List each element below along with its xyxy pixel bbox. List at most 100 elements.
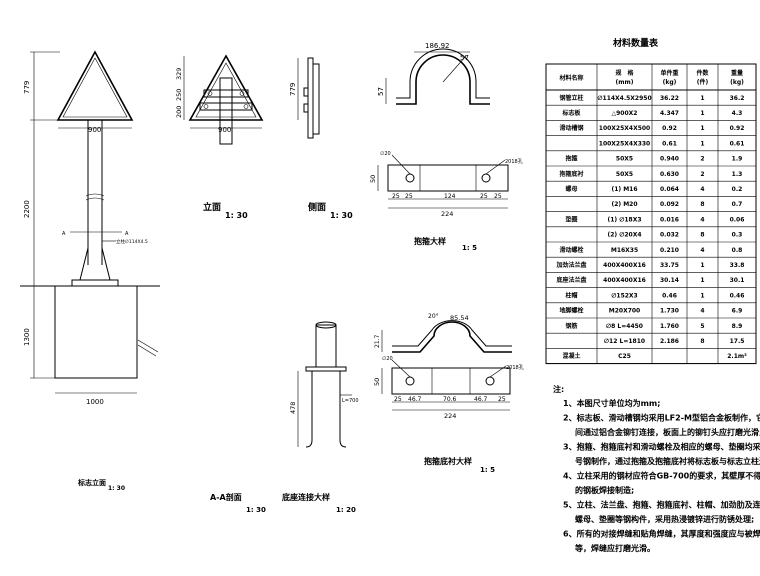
dim-sign-height: 779 [23,81,31,94]
view-scale-foundation: 1: 30 [108,485,125,492]
dim-front-1: 329 [175,68,183,80]
table-cell: ∅8 L=4450 [606,323,643,330]
base-flange [71,279,119,287]
table-cell: M16X35 [611,247,638,254]
note-line: 的钢板焊接制造; [575,485,634,495]
hoop-hole-leader [391,154,411,175]
sign-front-elevation: A A 立柱∅114X4.5 779 2200 1300 900 1000 标志… [20,50,160,492]
table-cell: 0.3 [732,232,743,239]
table-cell: 2.1m³ [727,353,747,360]
table-header-cell: 规 格 [615,69,634,77]
section-post [315,324,337,368]
front-triangle [188,54,264,121]
hoop-hole-label: ∅20 [380,151,391,157]
dim-front-3: 200 [175,106,183,118]
base-hole-label: ∅20 [382,356,393,362]
view-scale-hoop: 1: 5 [462,244,477,252]
table-cell: 2 [700,156,704,163]
table-header-cell: (kg) [730,79,744,86]
table-cell: (1) ∅18X3 [607,216,641,223]
table-cell: 加劲法兰盘 [555,261,586,269]
table-cell: 钢管立柱 [559,94,583,102]
table-header-cell: (件) [697,78,709,86]
note-line: 等，焊缝应打磨光滑。 [574,543,655,553]
anchor-bolt-left [305,371,313,448]
side-sign-plate [307,57,314,139]
table-cell: 50X5 [616,171,633,178]
rivet [243,104,249,109]
table-cell: M20X700 [609,308,640,315]
view-title-hoop: 抱箍大样 [414,236,446,246]
dim-base-h2: 50 [373,378,381,386]
note-line: 间通过铝合金铆钉连接，板面上的铆钉头应打磨光滑; [575,427,760,437]
view-scale-hoop-base: 1: 5 [480,466,495,474]
rivet [239,91,245,96]
channel-bottom [199,102,253,111]
dim-base-h: 21.7 [374,334,381,348]
table-cell: 地脚螺栓 [559,307,583,315]
table-cell: 8 [700,201,704,208]
table-cell: 0.8 [732,247,743,254]
hoop-hole-left [405,173,415,183]
section-mark-right: A [125,231,129,237]
base-angle: 20° [428,313,439,320]
sign-front-view: 900 329 250 200 立面 1: 30 [175,54,264,220]
channel-top [203,89,249,98]
dim-foundation-width: 1000 [86,398,104,406]
hoop-bolt-leader [485,159,506,175]
view-scale-front: 1: 30 [225,211,248,220]
post-label: 立柱∅114X4.5 [116,238,148,245]
table-cell: 0.61 [662,140,677,147]
table-cell: 滑动螺栓 [559,246,583,254]
table-cell: 36.22 [660,95,679,102]
dim-hoop-r: 57 [460,54,469,62]
base-seg-5: 25 [498,396,506,403]
table-cell: 33.8 [730,262,745,269]
side-channel-1 [303,87,309,97]
table-cell: 8 [700,232,704,239]
table-cell: (2) ∅20X4 [607,232,641,239]
table-cell: 1 [700,125,704,132]
sign-triangle-inner [62,57,128,118]
base-seg-2: 46.7 [408,396,422,403]
table-cell: 标志板 [561,109,581,117]
table-cell: 33.75 [660,262,679,269]
foundation-block [54,285,138,379]
table-cell: ∅12 L=1810 [604,338,645,345]
dim-hoop-top: 186.92 [425,42,450,50]
base-seg-4: 46.7 [474,396,488,403]
table-cell: (2) M20 [611,201,637,208]
table-cell: 1 [700,292,704,299]
table-cell: 1.730 [660,308,679,315]
base-seg-1: 25 [394,396,402,403]
table-cell: 6.9 [732,308,743,315]
note-line: 螺母、垫圈等钢构件，采用热浸镀锌进行防锈处理; [575,514,754,524]
table-cell: 4 [700,247,704,254]
note-line: 5、立柱、法兰盘、抱箍、抱箍底衬、柱帽、加劲肋及连接螺栓、 [563,500,760,510]
table-cell: 4.3 [732,110,743,117]
section-post-top [315,321,337,329]
table-header-cell: (kg) [663,79,677,86]
dim-hoop-side: 57 [377,87,385,96]
note-line: 3、抱箍、抱箍底衬和滑动螺栓及相应的螺母、垫圈均采用45 [563,442,760,452]
hoop-outer-curve [396,54,490,105]
table-cell: 0.940 [660,156,679,163]
base-hole-leader [391,359,411,378]
table-cell: C25 [618,353,631,360]
table-cell: 滑动槽钢 [559,124,583,132]
notes-block: 注: 1、本图尺寸单位均为mm;2、标志板、滑动槽钢均采用LF2-M型铝合金板制… [553,384,760,553]
table-cell: 0.46 [730,292,745,299]
table-cell: 钢筋 [565,322,577,330]
table-cell: 1.3 [732,171,743,178]
table-border [545,63,757,365]
note-line: 6、所有的对接焊缝和贴角焊缝，其厚度和强度应与被焊构件相 [563,529,760,539]
table-cell: 0.06 [730,216,745,223]
table-cell: ∅114X4.5X2950 [597,95,651,102]
table-cell: 底座法兰盘 [556,276,586,284]
sign-triangle-outer [56,50,134,121]
table-cell: 0.032 [660,232,679,239]
table-cell: (1) M16 [611,186,637,193]
table-cell: 混凝土 [562,352,580,360]
post-break-mark [85,193,105,197]
view-title-hoop-base: 抱箍底衬大样 [424,456,472,466]
